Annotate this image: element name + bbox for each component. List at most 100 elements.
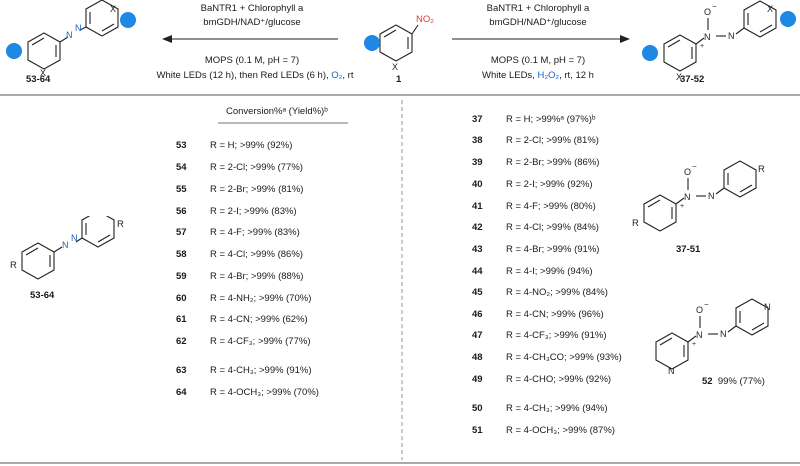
- result-row: 44 R = 4-I; >99% (94%): [472, 265, 593, 279]
- compound-result: R = 2-I; >99% (92%): [506, 179, 593, 190]
- substituent-dot-left: [6, 43, 22, 59]
- compound-number: 37: [472, 114, 483, 125]
- compound-result: R = 4-Br; >99% (88%): [210, 271, 304, 282]
- compound-result: R = 4-Cl; >99% (84%): [506, 222, 599, 233]
- compound-result: R = 4-CN; >99% (62%): [210, 314, 308, 325]
- nitro-group: NO₂: [416, 14, 434, 25]
- result-row: 38 R = 2-Cl; >99% (81%): [472, 134, 599, 148]
- compound-result: R = 4-NO₂; >99% (84%): [506, 287, 608, 298]
- compound-result: R = 4-CHO; >99% (92%): [506, 374, 612, 385]
- structure-label-37-51: 37-51: [676, 244, 701, 255]
- left-condition-line1: BaNTR1 + Chlorophyll a: [200, 3, 304, 14]
- compound-number: 51: [472, 425, 483, 436]
- n-atom-1: N: [62, 240, 69, 250]
- right-condition-line4: White LEDs, H₂O₂, rt, 12 h: [482, 70, 594, 81]
- label-53-64: 53-64: [26, 74, 51, 85]
- compound-result: R = 4-CF₃; >99% (77%): [210, 336, 311, 347]
- compound-result: R = 4-CH₃; >99% (91%): [210, 365, 312, 376]
- result-row: 64 R = 4-OCH₃; >99% (70%): [176, 386, 319, 400]
- compound-result: R = H; >99%ᵃ (97%)ᵇ: [506, 114, 596, 125]
- compound-number: 64: [176, 387, 187, 398]
- azoxybenzene-structure: O − N + N R R: [632, 160, 765, 232]
- compound-number: 44: [472, 266, 483, 277]
- substituent-dot-center: [364, 35, 380, 51]
- compound-number: 41: [472, 201, 483, 212]
- n-atom-1: N: [696, 330, 703, 340]
- compound-number: 57: [176, 227, 187, 238]
- n-atom-1: N: [684, 192, 691, 202]
- result-row: 57 R = 4-F; >99% (83%): [176, 226, 300, 240]
- compound-number: 48: [472, 352, 483, 363]
- n-atom-2: N: [708, 191, 715, 201]
- compound-result: R = 4-CH₃CO; >99% (93%): [506, 352, 622, 363]
- compound-result: R = 4-CH₃; >99% (94%): [506, 403, 608, 414]
- compound-result: R = 4-CF₃; >99% (91%): [506, 330, 607, 341]
- result-row: 37 R = H; >99%ᵃ (97%)ᵇ: [472, 113, 596, 127]
- result-row: 48 R = 4-CH₃CO; >99% (93%): [472, 351, 622, 365]
- oxygen-atom: O: [696, 305, 703, 315]
- label-1: 1: [396, 74, 402, 85]
- compound-number: 58: [176, 249, 187, 260]
- r-group-right: R: [117, 219, 124, 230]
- header-underline: [218, 122, 348, 124]
- result-row: 58 R = 4-Cl; >99% (86%): [176, 248, 303, 262]
- x-atom-left: X: [40, 68, 46, 78]
- compound-result: R = 2-Cl; >99% (81%): [506, 135, 599, 146]
- plus-charge: +: [692, 341, 696, 348]
- compound-52-result: 52 99% (77%): [702, 376, 765, 387]
- compound-result: R = 4-CN; >99% (96%): [506, 309, 604, 320]
- compound-number: 49: [472, 374, 483, 385]
- n-atom-2: N: [71, 233, 78, 243]
- compound-result: R = 4-F; >99% (80%): [506, 201, 596, 212]
- minus-charge: −: [704, 300, 709, 309]
- compound-result: R = 4-OCH₃; >99% (87%): [506, 425, 615, 436]
- compound-number: 50: [472, 403, 483, 414]
- result-row: 46 R = 4-CN; >99% (96%): [472, 308, 604, 322]
- result-row: 60 R = 4-NH₂; >99% (70%): [176, 292, 311, 306]
- compound-result: R = 4-Cl; >99% (86%): [210, 249, 303, 260]
- minus-charge: −: [692, 162, 697, 171]
- compound-result: R = H; >99% (92%): [210, 140, 293, 151]
- compound-number: 46: [472, 309, 483, 320]
- compound-number: 60: [176, 293, 187, 304]
- compound-result: R = 4-NH₂; >99% (70%): [210, 293, 312, 304]
- r-group-left: R: [10, 260, 17, 271]
- compound-result: R = 4-OCH₃; >99% (70%): [210, 387, 319, 398]
- left-condition-line2: bmGDH/NAD⁺/glucose: [203, 17, 301, 28]
- x-atom-right: X: [767, 4, 773, 14]
- compound-result: R = 2-Br; >99% (81%): [210, 184, 304, 195]
- oxygen-atom: O: [684, 167, 691, 177]
- conversion-yield-header: Conversion%ᵃ (Yield%)ᵇ: [226, 106, 328, 117]
- compound-result: R = 4-I; >99% (94%): [506, 266, 593, 277]
- nitroarene-structure: NO₂ X: [364, 14, 434, 72]
- bottom-divider: [0, 462, 800, 464]
- compound-number: 55: [176, 184, 187, 195]
- azoxypyridine-structure: O − N + N N N: [655, 298, 771, 376]
- compound-number: 63: [176, 365, 187, 376]
- r-group-right: R: [758, 164, 765, 175]
- n-atom-1: N: [704, 32, 711, 42]
- top-divider: [0, 94, 800, 96]
- x-atom-right: X: [110, 4, 116, 14]
- compound-result: R = 4-F; >99% (83%): [210, 227, 300, 238]
- azo-product-structure: N N X X: [6, 0, 136, 78]
- dashed-separator: [401, 100, 403, 460]
- compound-number: 54: [176, 162, 187, 173]
- plus-charge: +: [700, 43, 704, 50]
- left-condition-line4: White LEDs (12 h), then Red LEDs (6 h), …: [156, 70, 354, 81]
- right-reaction-arrow: [452, 35, 630, 43]
- result-row: 42 R = 4-Cl; >99% (84%): [472, 221, 599, 235]
- compound-number: 38: [472, 135, 483, 146]
- right-condition-line1: BaNTR1 + Chlorophyll a: [486, 3, 590, 14]
- pyridine-n-right: N: [764, 302, 771, 312]
- compound-number: 42: [472, 222, 483, 233]
- compound-number: 40: [472, 179, 483, 190]
